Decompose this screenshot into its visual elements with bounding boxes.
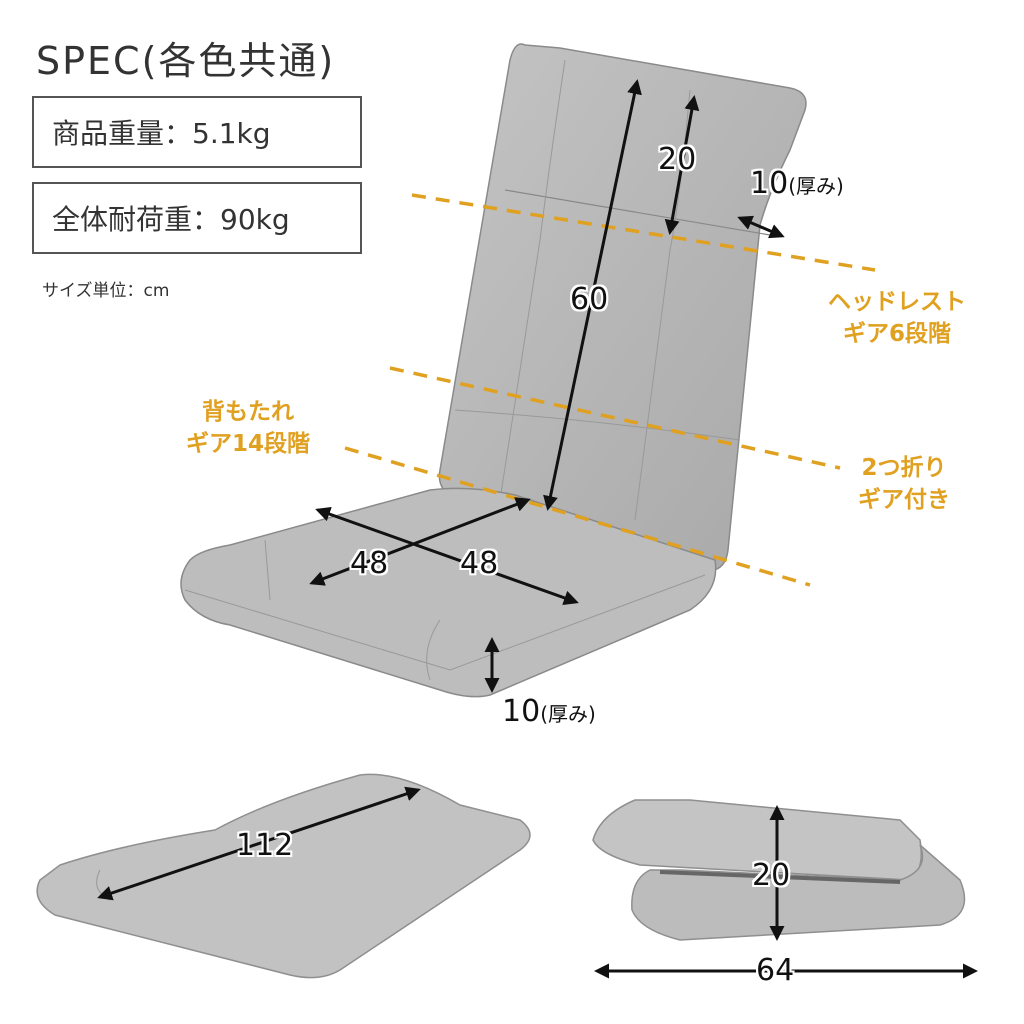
folded-chair xyxy=(592,799,978,979)
size-unit-label: サイズ単位：cm xyxy=(42,281,170,301)
backrest-gear-note: 背もたれ ギア14段階 xyxy=(186,396,310,460)
seat-width-label: 48 xyxy=(460,546,499,581)
product-weight-label: 商品重量：5.1kg xyxy=(52,117,271,150)
backrest-note-line2: ギア14段階 xyxy=(186,431,311,457)
flat-length-label: 112 xyxy=(236,828,294,863)
seat-thickness-label: 10(厚み) xyxy=(502,694,596,729)
load-capacity-box: 全体耐荷重：90kg xyxy=(32,182,362,254)
fold-gear-note: 2つ折り ギア付き xyxy=(858,452,950,516)
headrest-height-label: 20 xyxy=(658,142,697,177)
headrest-note-line2: ギア6段階 xyxy=(842,321,951,347)
headrest-thickness-value: 10 xyxy=(750,166,789,201)
folded-height-label: 20 xyxy=(752,858,791,893)
load-capacity-label: 全体耐荷重：90kg xyxy=(52,203,290,236)
fold-note-line2: ギア付き xyxy=(858,487,950,513)
seat-depth-arrow xyxy=(309,497,531,586)
headrest-thickness-label: 10(厚み) xyxy=(750,166,844,201)
headrest-note-line1: ヘッドレスト xyxy=(828,289,966,315)
flat-length-arrow xyxy=(97,786,421,901)
backrest-60-arrow xyxy=(543,79,642,511)
headrest-gear-note: ヘッドレスト ギア6段階 xyxy=(828,286,966,350)
flat-chair xyxy=(36,773,531,979)
seat-thickness-value: 10 xyxy=(502,694,541,729)
seat-depth-label: 48 xyxy=(350,546,389,581)
seat-thickness-suffix: (厚み) xyxy=(540,702,596,726)
product-weight-box: 商品重量：5.1kg xyxy=(32,96,362,168)
folded-width-label: 64 xyxy=(756,953,795,988)
backrest-note-line1: 背もたれ xyxy=(202,399,294,425)
headrest-20-arrow xyxy=(664,95,700,235)
spec-title: SPEC(各色共通) xyxy=(36,39,336,83)
headrest-thickness-arrow xyxy=(737,215,785,239)
dimension-arrows xyxy=(309,79,785,693)
backrest-mid-guide-line xyxy=(389,366,841,470)
headrest-guide-line xyxy=(411,193,876,272)
headrest-thickness-suffix: (厚み) xyxy=(788,174,844,198)
fold-note-line1: 2つ折り xyxy=(861,455,947,481)
backrest-height-label: 60 xyxy=(570,282,609,317)
